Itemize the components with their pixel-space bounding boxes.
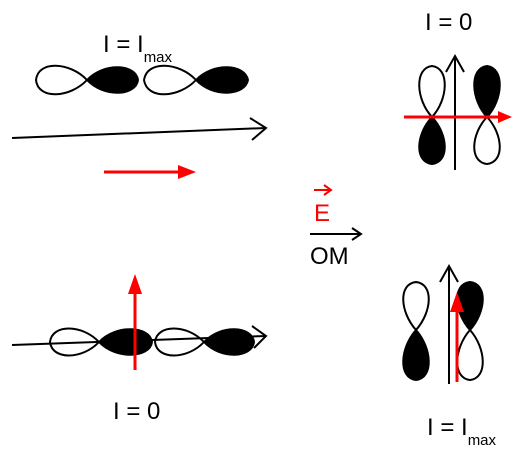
operator-label: OM [310,243,349,270]
label-top-right: I = 0 [425,9,472,36]
label-bottom-right-main: I = I [427,414,468,441]
lobe-empty [473,115,501,166]
lobe-empty [456,328,484,382]
field-arrow-top-left [104,165,196,179]
p-orbital-horizontal-1 [34,64,140,96]
p-orbital-vertical-right-2 [456,280,484,382]
center-legend: E OM [310,184,363,270]
p-orbital-vertical-right [473,64,501,166]
lobe-filled [85,66,140,94]
field-symbol: E [314,200,330,227]
lobe-empty [142,64,198,96]
lobe-filled [473,64,501,119]
operator-arrow [310,227,363,241]
lobe-filled [97,328,154,356]
axis-arrow-bottom-right [439,263,459,384]
p-orbital-horizontal-2 [142,64,250,96]
p-orbital-horizontal-4 [153,327,256,357]
axis-arrow-top-right [445,53,465,170]
panel-top-right: I = 0 [404,9,512,170]
lobe-empty [153,327,206,357]
field-vector-symbol: E [314,184,333,227]
lobe-filled [402,328,430,382]
panel-bottom-left: I = 0 [11,274,268,425]
lobe-empty [418,64,446,119]
label-top-left-main: I = I [103,31,144,58]
lobe-empty [402,280,430,332]
field-arrow-bottom-right [450,292,464,382]
p-orbital-vertical-left-2 [402,280,430,382]
field-arrow-top-right [404,111,512,123]
label-bottom-left: I = 0 [113,398,160,425]
label-bottom-right-sub: max [468,432,497,449]
lobe-filled [456,280,484,332]
field-arrow-bottom-left [128,274,142,370]
lobe-filled [202,328,256,356]
lobe-empty [34,64,89,96]
label-top-left-sub: max [144,49,173,66]
panel-top-left: I = Imax [11,31,268,179]
lobe-filled [194,66,250,94]
axis-arrow-bottom-left [11,325,268,349]
p-orbital-vertical-left [418,64,446,166]
label-bottom-right: I = Imax [427,414,497,449]
label-top-left: I = Imax [103,31,173,66]
lobe-filled [418,115,446,166]
panel-bottom-right: I = Imax [402,263,497,449]
axis-arrow-top-left [11,117,268,141]
